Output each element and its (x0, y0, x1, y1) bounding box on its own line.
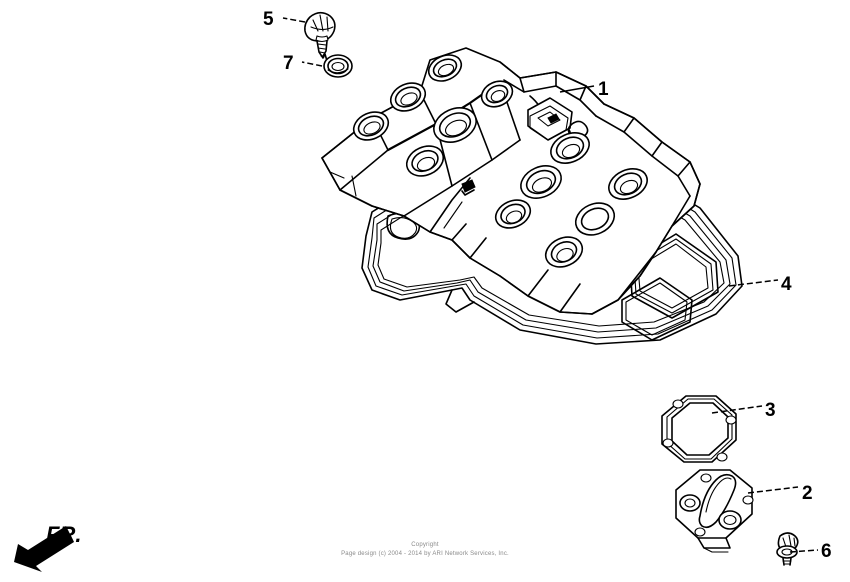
part-2-breather-cover (675, 469, 754, 553)
leader-4 (728, 279, 779, 287)
part-6-flange-bolt (776, 532, 799, 566)
callout-4: 4 (781, 274, 792, 295)
callout-2: 2 (802, 483, 813, 504)
callout-1: 1 (598, 79, 609, 100)
leader-7 (301, 61, 323, 67)
callout-3: 3 (765, 400, 776, 421)
front-direction-label: FR. (46, 522, 81, 547)
leader-2 (747, 486, 799, 494)
callout-leader-lines (282, 17, 819, 553)
part-4-head-cover-gasket (361, 149, 743, 345)
part-7-sealing-washer (323, 54, 353, 78)
callout-7: 7 (283, 53, 294, 74)
leader-6 (789, 549, 819, 553)
copyright-line-1: Copyright (411, 542, 439, 548)
leader-1 (559, 85, 595, 93)
front-direction-arrow: FR. (8, 516, 94, 574)
part-1-cylinder-head-cover (321, 47, 701, 315)
callout-6: 6 (821, 541, 832, 562)
part-3-breather-cover-gasket (661, 395, 737, 463)
part-5-cover-bolt (304, 11, 336, 62)
leader-5 (282, 17, 306, 23)
copyright-line-2: Page design (c) 2004 - 2014 by ARI Netwo… (341, 550, 509, 557)
copyright-footer: Copyright Page design (c) 2004 - 2014 by… (0, 541, 850, 558)
callout-5: 5 (263, 9, 274, 30)
